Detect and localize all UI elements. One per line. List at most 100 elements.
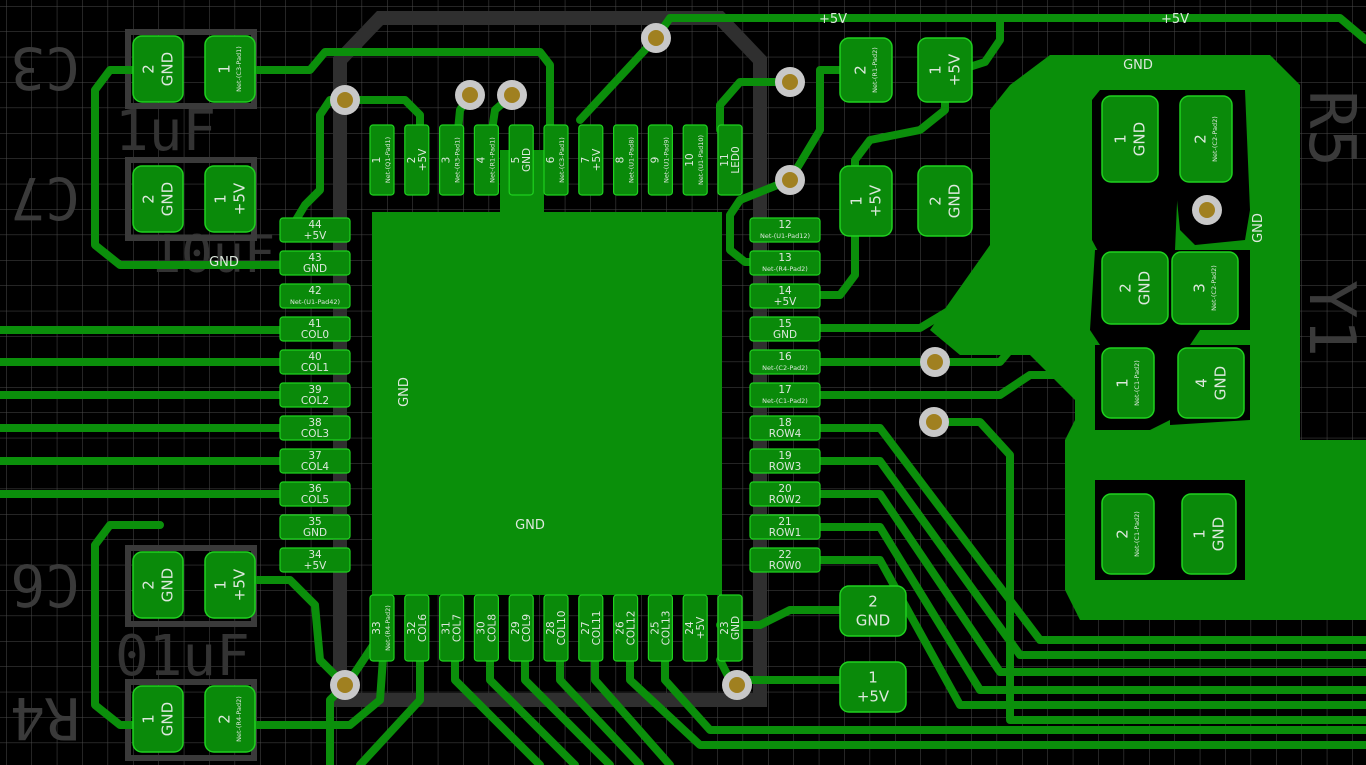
pad-number: 1 [212, 194, 230, 204]
silkscreen-layer: C3 1uF C7 10uF C6 01uF R4 R5 Y1 [10, 11, 1366, 761]
pad-c4-1[interactable]: 1+5V [839, 165, 893, 237]
chip-pin-7[interactable]: 7+5V [578, 124, 604, 196]
pin-pad [279, 349, 351, 375]
pad-shape [1101, 251, 1169, 325]
pin-number: 35 [308, 516, 321, 528]
pad-number: 2 [1117, 283, 1135, 293]
pin-pad [279, 250, 351, 276]
pin-number: 9 [649, 157, 661, 164]
chip-pin-14[interactable]: 14+5V [749, 283, 821, 309]
via [497, 80, 527, 110]
pin-pad [279, 283, 351, 309]
pin-net: Net-(C1-Pad2) [762, 397, 808, 405]
pin-pad [749, 514, 821, 540]
pad-c5-1[interactable]: 1+5V [839, 661, 907, 713]
pad-r1-1[interactable]: 1+5V [917, 37, 973, 103]
pin-net: COL3 [301, 428, 329, 440]
pin-net: GND [521, 148, 533, 172]
chip-pin-24[interactable]: 24+5V [682, 594, 708, 662]
chip-pin-2[interactable]: 2+5V [404, 124, 430, 196]
pin-number: 18 [778, 417, 791, 429]
pin-net: COL5 [301, 494, 329, 506]
pad-number: 2 [852, 65, 870, 75]
pin-pad [473, 594, 499, 662]
pin-net: Net-(R3-Pad1) [454, 137, 462, 183]
pad-shape [1171, 251, 1239, 325]
silk-c3: C3 [10, 34, 80, 102]
chip-pin-44[interactable]: 44+5V [279, 217, 351, 243]
pin-net: COL0 [301, 329, 329, 341]
silk-c7: C7 [10, 164, 80, 232]
silk-c3-value: 1uF [115, 99, 216, 164]
net-label-plus5v-b: +5V [1161, 12, 1189, 27]
chip-pin-34[interactable]: 34+5V [279, 547, 351, 573]
pin-number: 16 [778, 351, 792, 363]
pad-c6-1[interactable]: 1+5V [204, 551, 256, 619]
pin-number: 22 [778, 549, 791, 561]
pin-net: COL6 [417, 614, 429, 642]
pad-net: Net-(C3-Pad1) [235, 46, 243, 92]
pin-number: 31 [441, 621, 453, 634]
pin-number: 25 [649, 621, 661, 634]
pad-c7-1[interactable]: 1+5V [204, 165, 256, 233]
via [920, 347, 950, 377]
